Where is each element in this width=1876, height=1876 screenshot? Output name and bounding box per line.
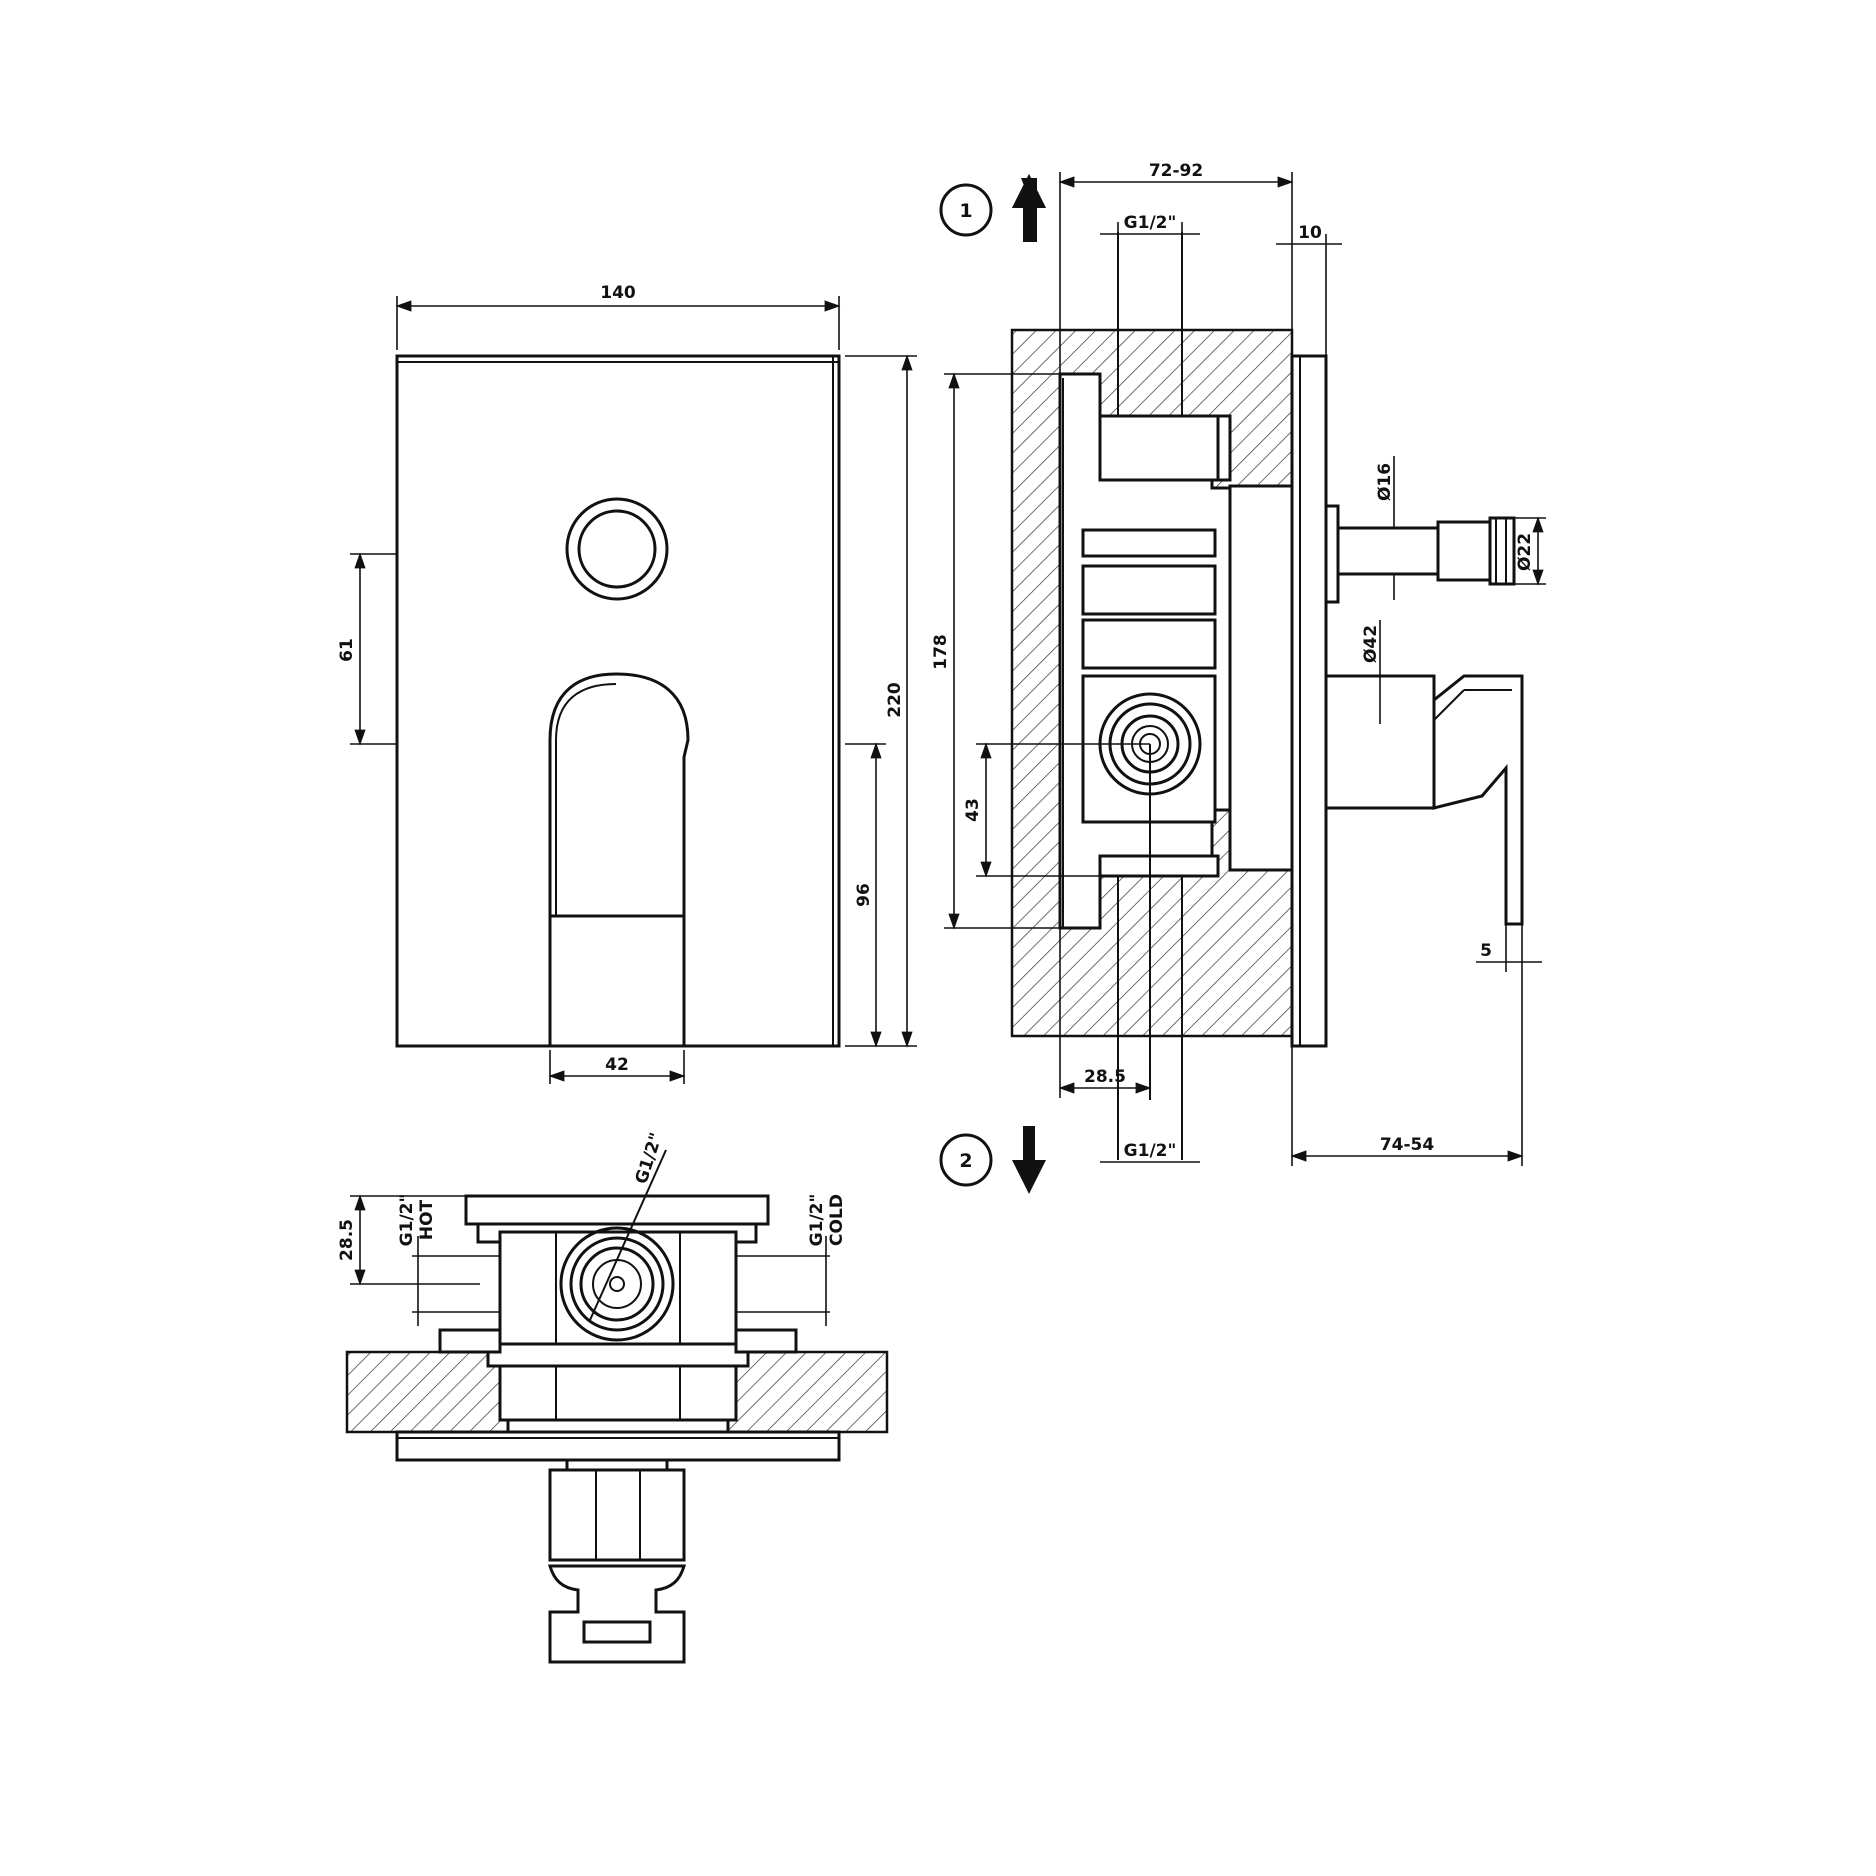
top-lever-handle (548, 1564, 686, 1664)
dim-cartridge-42: Ø42 (1361, 625, 1381, 663)
dim-projection-range: 74-54 (1380, 1135, 1435, 1155)
side-cover-plate (1290, 354, 1328, 1048)
dim-outlet-22: Ø22 (1515, 533, 1535, 571)
hot-label: HOT (417, 1199, 437, 1240)
top-dim-inlet-offset: 28.5 (337, 1219, 357, 1261)
top-mixer-body (498, 1230, 738, 1422)
dim-height: 220 (885, 682, 905, 718)
diverter-button-inner (577, 509, 657, 589)
dim-body-height: 178 (931, 634, 951, 670)
dim-lever-height: 96 (854, 883, 874, 907)
cold-label: COLD (827, 1194, 847, 1246)
dim-inlet-offset: 28.5 (1084, 1067, 1126, 1087)
dim-button-offset: 61 (337, 638, 357, 662)
diverter-spindle (1336, 526, 1440, 576)
dim-lever-width: 42 (605, 1055, 629, 1075)
dim-bottom-thread: G1/2" (1124, 1141, 1177, 1161)
dim-center-offset: 43 (963, 798, 983, 822)
arrow-down-icon (1023, 1126, 1035, 1162)
outlet-2-marker (939, 1133, 993, 1187)
diverter-button-outer (565, 497, 669, 601)
dim-depth-range: 72-92 (1149, 161, 1203, 181)
hot-thread: G1/2" (397, 1194, 417, 1247)
top-view: 28.5 G1/2" HOT G1/2" G1/2" COLD (337, 1130, 889, 1664)
dim-lever-gap: 5 (1480, 941, 1492, 961)
front-view: 140 220 61 96 42 (337, 283, 917, 1084)
top-cover-plate (395, 1430, 841, 1462)
outlet-1-label: 1 (959, 200, 972, 222)
dim-outlet-16: Ø16 (1375, 463, 1395, 501)
dim-top-thread: G1/2" (1124, 213, 1177, 233)
dim-width: 140 (600, 283, 636, 303)
outlet-1-marker (939, 183, 993, 237)
side-view: 72-92 G1/2" 10 Ø16 Ø22 Ø42 178 43 (931, 161, 1546, 1194)
top-lever-spindle (548, 1468, 686, 1562)
lever-handle (548, 672, 690, 1046)
outlet-2-label: 2 (959, 1150, 972, 1172)
cold-thread: G1/2" (807, 1194, 827, 1247)
dim-plate-thickness: 10 (1298, 223, 1322, 243)
cover-plate (395, 354, 841, 1048)
